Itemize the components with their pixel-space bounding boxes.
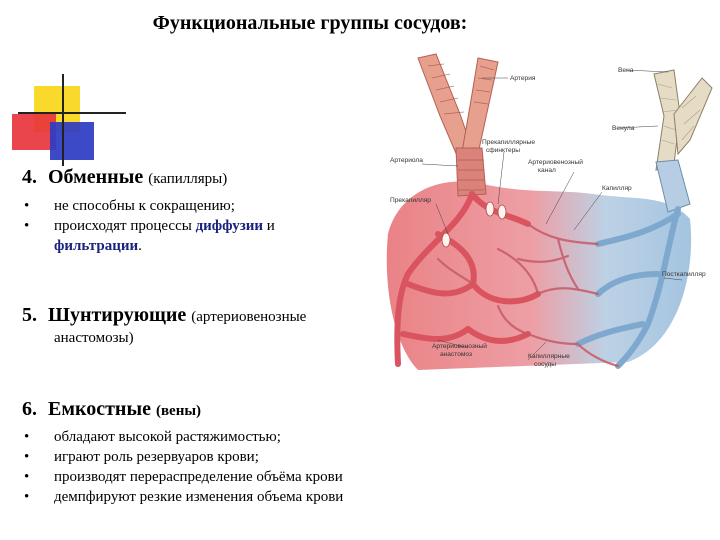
bullet-text: происходят процессы [54,218,196,234]
label-venule: Венула [612,125,635,132]
label-capillary: Капилляр [602,185,632,192]
bullet-dot: • [24,198,30,214]
deco-vertical-line [62,74,64,166]
bullet-text: демпфируют резкие изменения объема крови [54,489,344,505]
keyword-filtration: фильтрации [54,238,139,254]
venous-network [575,206,681,369]
label-av-anastomosis-2: анастомоз [440,351,472,358]
vein-texture [657,83,701,145]
section-6-number: 6. [22,398,37,420]
bullet-item: • демпфируют резкие изменения объема кров… [22,487,343,507]
microcirculation-diagram: Артерия Вена Венула Прекапиллярные сфинк… [386,53,713,370]
section-4-subtitle: (капилляры) [148,171,228,187]
section-5-heading: 5. Шунтирующие (артериовенозные [22,304,306,327]
artery-ridges [427,63,495,191]
label-capillary-vessels-1: Капиллярные [528,353,570,360]
section-6-title: Емкостные [48,398,151,420]
bullet-text-tail: и [263,218,275,234]
bullet-text: не способны к сокращению; [54,198,235,214]
label-precap-sphincters-2: сфинктеры [486,147,520,154]
label-precapillary: Прекапилляр [390,197,431,204]
deco-red-square [12,114,56,150]
bullet-item: • происходят процессы диффузии и [22,216,275,236]
section-4-heading: 4. Обменные (капилляры) [22,166,227,189]
bullet-dot: • [24,489,30,505]
bullet-item: • обладают высокой растяжимостью; [22,427,343,447]
section-4-bullets: • не способны к сокращению; • происходят п… [22,196,275,256]
label-precap-sphincters-1: Прекапиллярные [482,139,535,146]
artery-trunk [417,53,499,197]
label-av-channel-2: канал [538,167,556,174]
label-arteriole: Артериола [390,157,423,164]
bullet-text-tail: . [138,238,142,254]
label-capillary-vessels-2: сосуды [534,361,556,368]
label-artery: Артерия [510,75,536,82]
bullet-dot: • [24,218,30,234]
section-5-subtitle: (артериовенозные [191,309,307,325]
bullet-item: • не способны к сокращению; [22,196,275,216]
bullet-text: играют роль резервуаров крови; [54,449,259,465]
bullet-text: производят перераспределение объёма кров… [54,469,343,485]
bullet-item: • играют роль резервуаров крови; [22,447,343,467]
vein-trunk [653,69,713,213]
section-4-title: Обменные [48,166,144,188]
section-6-heading: 6. Емкостные (вены) [22,398,201,421]
section-5-continuation: анастомозы) [54,330,134,346]
label-av-channel-1: Артериовенозный [528,158,583,166]
section-6-bullets: • обладают высокой растяжимостью; • играют… [22,427,343,507]
bullet-item: • производят перераспределение объёма кро… [22,467,343,487]
keyword-diffusion: диффузии [195,218,264,234]
slide-title: Функциональные группы сосудов: [152,12,468,34]
bullet-continuation: фильтрации. [22,236,275,256]
section-4-number: 4. [22,166,37,188]
section-5-number: 5. [22,304,37,326]
deco-horizontal-line [18,112,126,114]
label-av-anastomosis-1: Артериовенозный [432,342,487,350]
bullet-dot: • [24,469,30,485]
bullet-dot: • [24,429,30,445]
precapillary-sphincters [441,201,507,248]
section-6-subtitle: (вены) [155,403,202,419]
label-vein: Вена [618,67,634,74]
bullet-dot: • [24,449,30,465]
section-5-title: Шунтирующие [48,304,187,326]
bullet-text: обладают высокой растяжимостью; [54,429,281,445]
capillary-network [436,222,620,368]
deco-blue-square [50,122,94,160]
label-postcapillary: Посткапилляр [662,271,706,278]
capillary-bed [386,181,692,370]
label-leader-lines [421,69,683,361]
